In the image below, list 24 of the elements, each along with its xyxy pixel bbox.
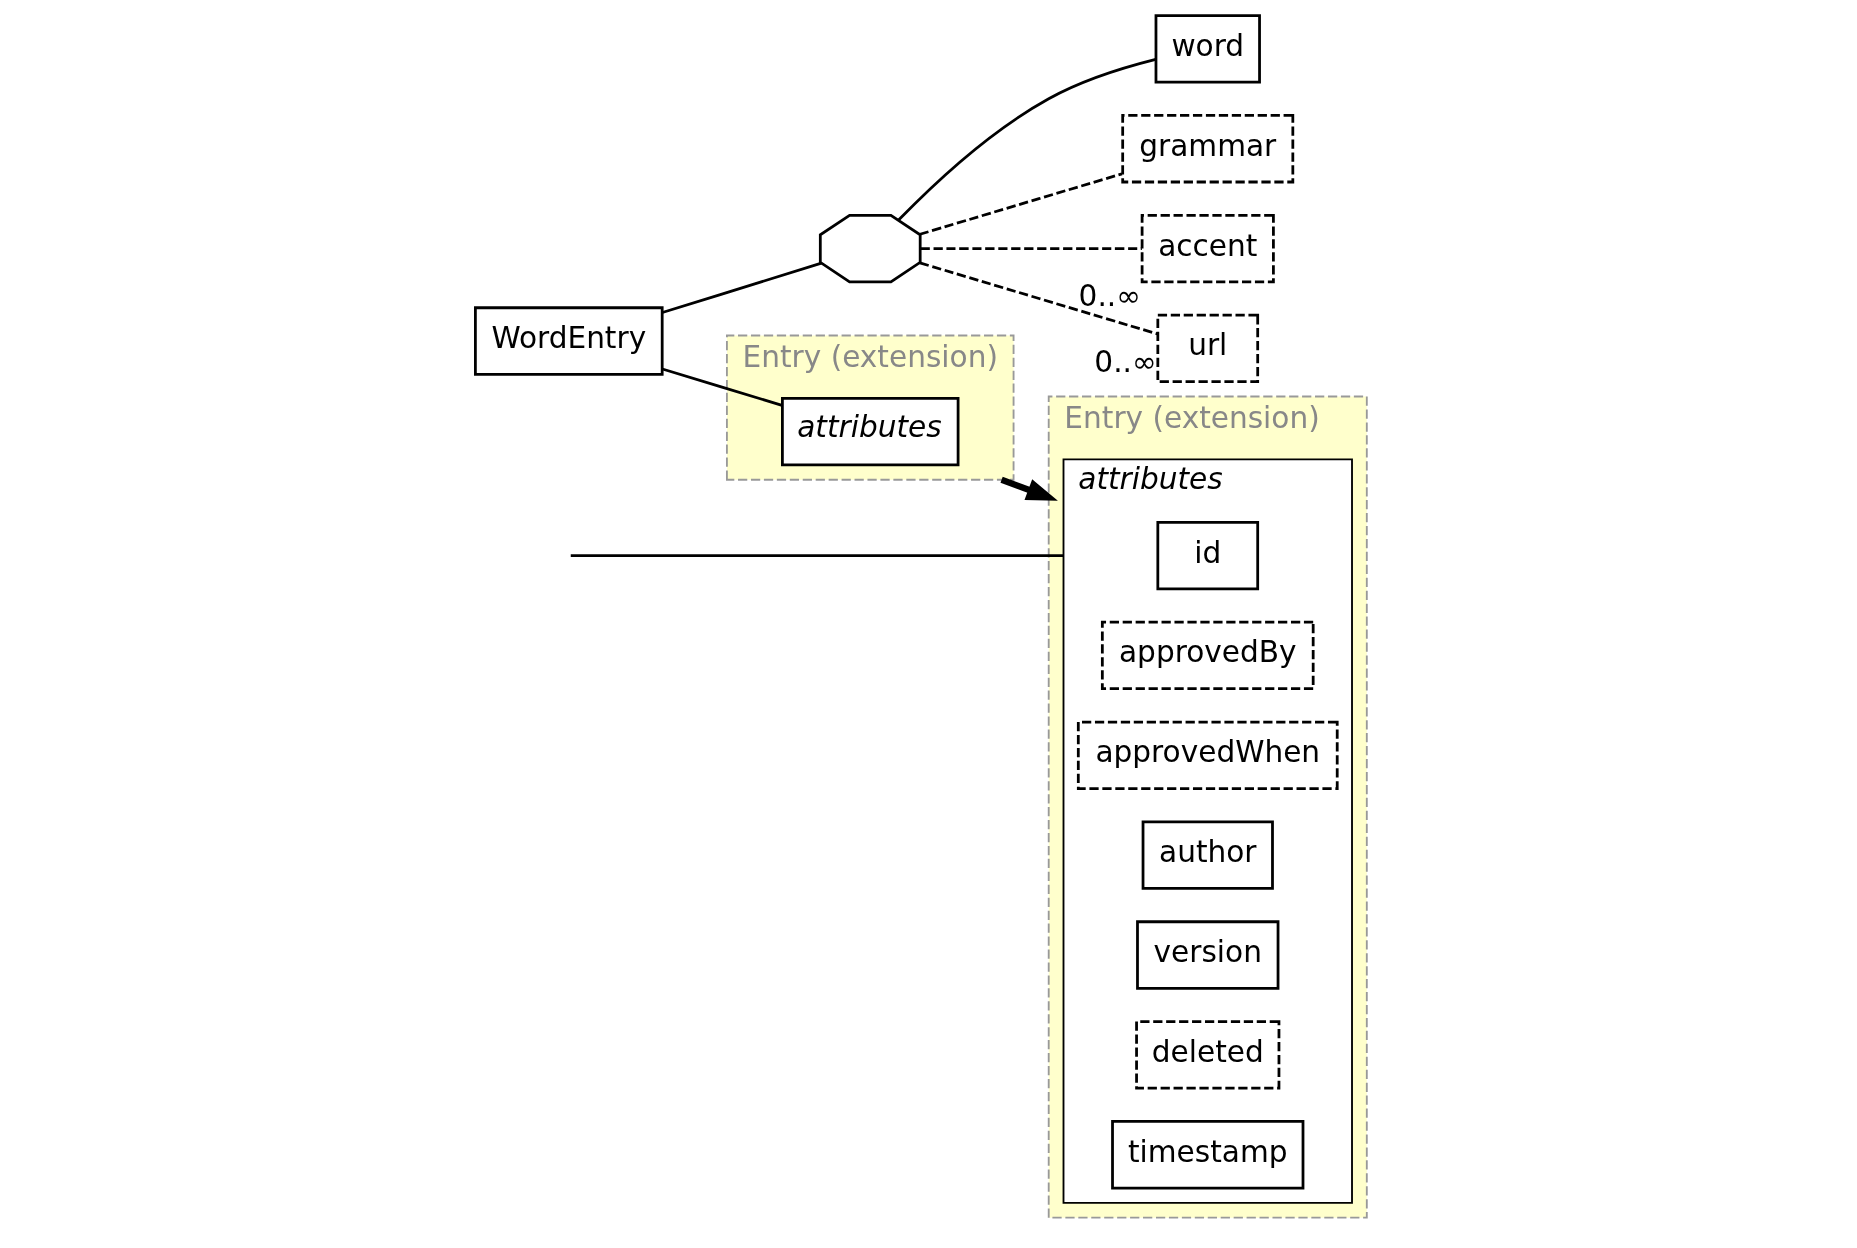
connector [570, 554, 1064, 557]
node-box: author [1141, 820, 1274, 890]
node-box: version [1136, 920, 1280, 990]
node-octagon [818, 213, 922, 284]
connector [662, 367, 783, 407]
connector [919, 172, 1123, 236]
node-box: WordEntry [474, 306, 664, 376]
node-label: 0..∞ [1078, 278, 1141, 313]
node-box: url [1156, 313, 1260, 384]
node-label: 0..∞ [1094, 345, 1157, 380]
node-box: approvedBy [1100, 620, 1315, 691]
node-box: id [1156, 520, 1260, 591]
node-box: word [1154, 14, 1261, 84]
connector [920, 247, 1142, 250]
arrow [1000, 476, 1058, 501]
connector [919, 261, 1158, 336]
node-box: timestamp [1111, 1120, 1305, 1190]
node-box: deleted [1135, 1020, 1281, 1090]
node-box: attributes [781, 397, 960, 467]
node-box: accent [1140, 213, 1275, 284]
connector [897, 58, 1157, 221]
connector [662, 261, 822, 314]
node-box: approvedWhen [1076, 720, 1339, 790]
node-box: grammar [1121, 114, 1295, 184]
